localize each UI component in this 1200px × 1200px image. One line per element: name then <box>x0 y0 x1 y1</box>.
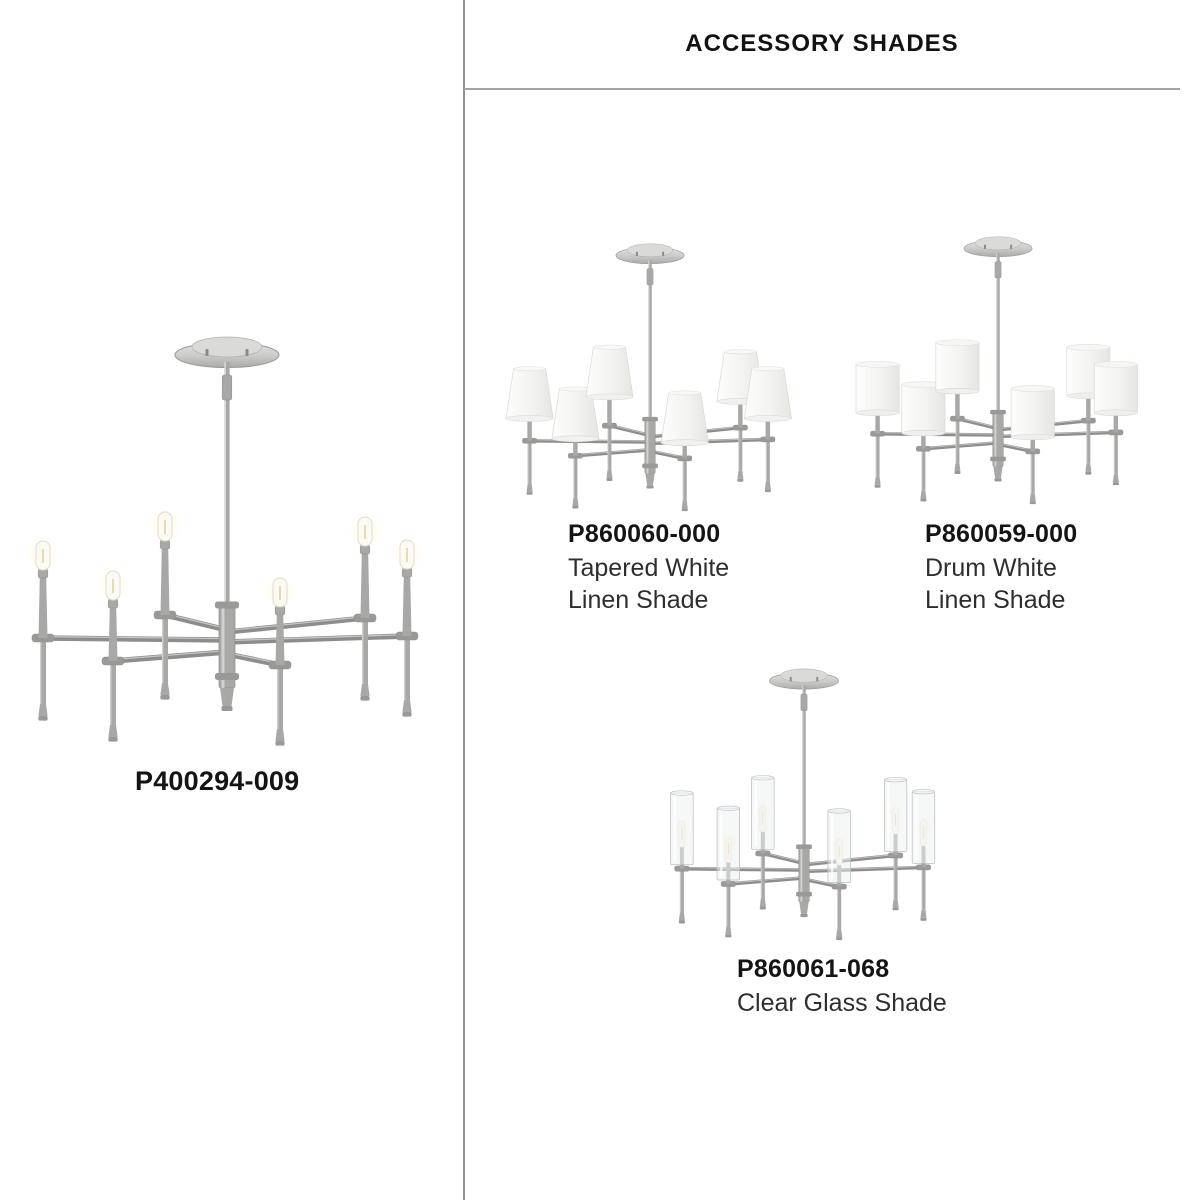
horizontal-divider <box>464 88 1180 90</box>
product-label-tapered-shade: P860060-000 Tapered White Linen Shade <box>568 520 729 616</box>
vertical-divider <box>463 0 465 1200</box>
product-image-tapered-shade-chandelier <box>505 231 796 513</box>
product-code-glass: P860061-068 <box>737 955 890 983</box>
product-label-main: P400294-009 <box>135 766 299 800</box>
product-label-glass-shade: P860061-068 Clear Glass Shade <box>737 955 947 1019</box>
chandelier-tapered-shades-illustration <box>505 243 792 512</box>
product-description-line: Linen Shade <box>925 586 1066 614</box>
product-description-line: Tapered White <box>568 554 730 582</box>
product-description-line: Clear Glass Shade <box>737 989 947 1017</box>
product-label-drum-shade: P860059-000 Drum White Linen Shade <box>925 520 1077 616</box>
product-image-main-chandelier <box>10 318 450 748</box>
product-description-line: Linen Shade <box>568 586 709 614</box>
product-image-glass-shade-chandelier <box>660 656 952 942</box>
accessory-shades-header: ACCESSORY SHADES <box>685 30 959 57</box>
chandelier-glass-shades-illustration <box>670 668 936 941</box>
product-code-drum: P860059-000 <box>925 520 1078 548</box>
chandelier-bare-bulbs-illustration <box>26 336 424 746</box>
chandelier-drum-shades-illustration <box>855 236 1138 505</box>
product-code-main: P400294-009 <box>135 766 300 796</box>
product-image-drum-shade-chandelier <box>855 224 1144 506</box>
product-code-tapered: P860060-000 <box>568 520 721 548</box>
product-description-line: Drum White <box>925 554 1057 582</box>
